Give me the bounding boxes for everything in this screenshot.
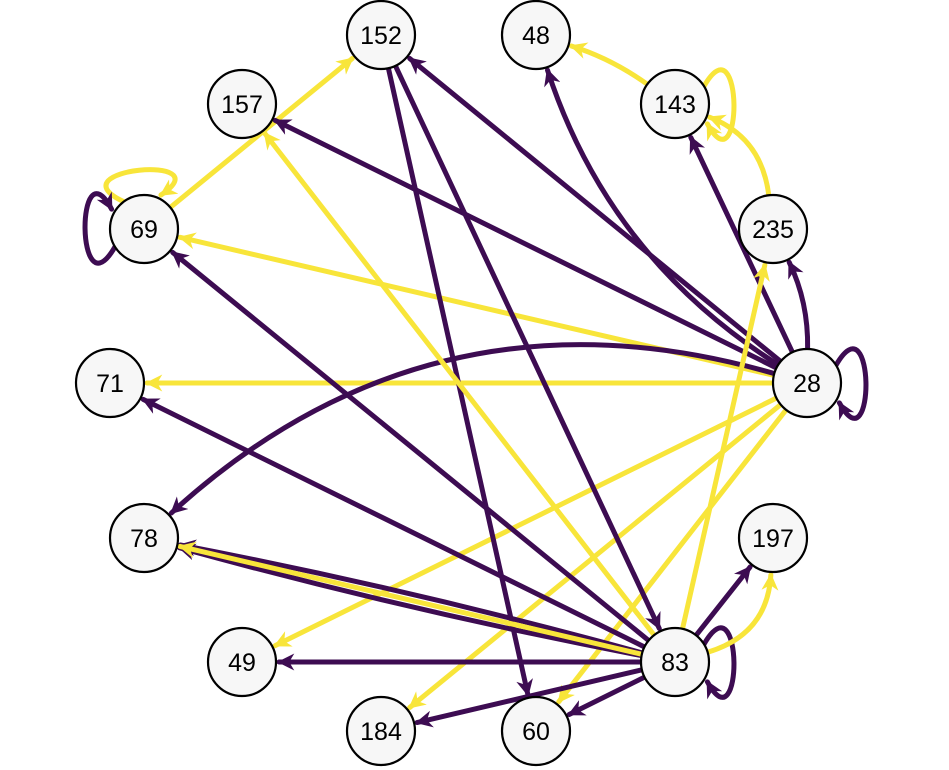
edge-83-to-69 xyxy=(170,249,652,644)
node-label: 48 xyxy=(522,22,550,50)
node-143: 143 xyxy=(639,68,711,140)
edge-line xyxy=(177,539,645,656)
edge-83-to-78 xyxy=(177,541,645,657)
edge-line xyxy=(392,63,662,631)
edge-28-to-143 xyxy=(688,134,795,355)
edge-line xyxy=(262,130,657,638)
edge-line xyxy=(568,42,650,87)
edge-line xyxy=(701,67,737,142)
node-71: 71 xyxy=(74,347,146,419)
node-label: 49 xyxy=(228,649,256,677)
edge-28-to-28 xyxy=(833,346,869,421)
edge-83-to-60 xyxy=(566,674,648,718)
node-28: 28 xyxy=(771,347,843,419)
node-label: 143 xyxy=(654,91,696,119)
node-circle xyxy=(737,193,809,265)
edge-line xyxy=(701,625,737,700)
node-label: 184 xyxy=(360,718,402,746)
edge-28-to-78 xyxy=(168,342,777,516)
node-label: 152 xyxy=(360,22,402,50)
node-label: 83 xyxy=(661,649,689,677)
edge-line xyxy=(272,117,780,371)
node-label: 235 xyxy=(752,216,794,244)
node-49: 49 xyxy=(206,626,278,698)
edge-line xyxy=(786,259,811,352)
node-circle xyxy=(737,502,809,574)
edge-line xyxy=(680,262,770,632)
edge-line xyxy=(177,541,645,657)
edge-69-to-69 xyxy=(103,167,179,205)
edge-line xyxy=(693,564,753,638)
node-label: 69 xyxy=(130,216,158,244)
edge-line xyxy=(833,346,869,421)
edge-28-to-152 xyxy=(407,55,784,364)
edge-235-to-143 xyxy=(707,114,772,198)
edge-line xyxy=(177,543,645,659)
node-circle xyxy=(345,0,417,71)
node-78: 78 xyxy=(108,502,180,574)
node-label: 28 xyxy=(793,370,821,398)
edge-83-to-83 xyxy=(701,625,737,700)
edge-line xyxy=(688,134,795,355)
node-circle xyxy=(345,695,417,767)
edge-83-to-184 xyxy=(414,667,645,728)
edge-83-to-157 xyxy=(262,130,657,638)
edge-83-to-78 xyxy=(177,539,645,656)
edge-83-to-197 xyxy=(705,572,779,655)
node-157: 157 xyxy=(206,68,278,140)
edge-83-to-71 xyxy=(140,396,648,650)
edge-line xyxy=(272,395,780,649)
node-label: 71 xyxy=(96,370,124,398)
node-label: 197 xyxy=(752,525,794,553)
node-circle xyxy=(206,626,278,698)
edge-28-to-235 xyxy=(786,259,811,352)
node-circle xyxy=(639,626,711,698)
node-circle xyxy=(771,347,843,419)
edge-28-to-48 xyxy=(544,67,781,368)
node-circle xyxy=(108,502,180,574)
edge-line xyxy=(707,114,772,198)
node-60: 60 xyxy=(500,695,572,767)
node-circle xyxy=(500,695,572,767)
node-69: 69 xyxy=(108,193,180,265)
node-label: 157 xyxy=(221,91,263,119)
edge-69-to-69 xyxy=(82,191,118,266)
edge-line xyxy=(103,167,179,205)
node-circle xyxy=(500,0,572,71)
node-197: 197 xyxy=(737,502,809,574)
edge-83-to-78 xyxy=(177,543,645,659)
edge-83-to-235 xyxy=(680,262,770,632)
node-circle xyxy=(639,68,711,140)
edge-line xyxy=(82,191,118,266)
edge-line xyxy=(705,572,779,655)
node-label: 60 xyxy=(522,718,550,746)
edges-layer xyxy=(82,42,869,728)
edge-line xyxy=(140,396,648,650)
edge-143-to-48 xyxy=(568,42,650,87)
edge-143-to-143 xyxy=(701,67,737,142)
node-circle xyxy=(108,193,180,265)
node-235: 235 xyxy=(737,193,809,265)
edge-line xyxy=(544,67,781,368)
node-circle xyxy=(74,347,146,419)
node-label: 78 xyxy=(130,525,158,553)
edge-line xyxy=(414,667,645,728)
node-83: 83 xyxy=(639,626,711,698)
edge-line xyxy=(168,342,777,516)
edge-83-to-197 xyxy=(693,564,753,638)
edge-152-to-83 xyxy=(392,63,662,631)
node-152: 152 xyxy=(345,0,417,71)
node-48: 48 xyxy=(500,0,572,71)
edge-line xyxy=(407,55,784,364)
edge-28-to-49 xyxy=(272,395,780,649)
node-circle xyxy=(206,68,278,140)
node-184: 184 xyxy=(345,695,417,767)
edge-28-to-157 xyxy=(272,117,780,371)
edge-line xyxy=(170,249,652,644)
edge-line xyxy=(566,674,648,718)
nodes-layer: 152 48 157 143 69 235 71 28 78 197 49 83 184 60 xyxy=(74,0,843,767)
